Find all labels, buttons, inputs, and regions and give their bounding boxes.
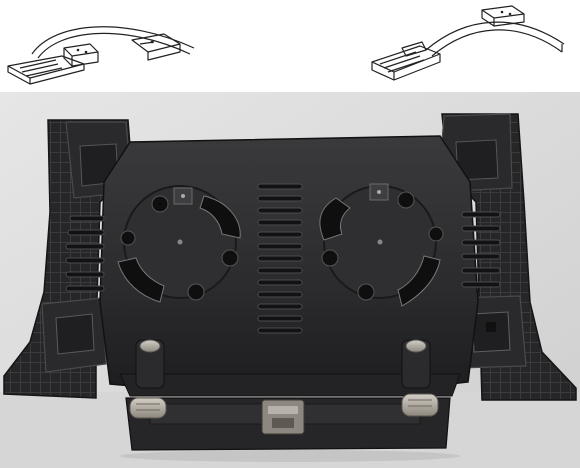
bracket-photo (0, 92, 580, 468)
bracket-sketch-folded (7, 26, 195, 85)
center-latch (261, 399, 305, 435)
bracket-photo-illustration (0, 92, 580, 468)
right-rotating-mount (319, 183, 444, 307)
right-hinge (401, 339, 431, 389)
center-vent-slots (257, 183, 303, 334)
line-drawing-strip (0, 0, 580, 92)
left-rotating-mount (117, 185, 241, 303)
bracket-sketch-extended (371, 5, 565, 81)
left-side-slots (65, 215, 105, 292)
hinge-knuckle-right (401, 393, 439, 417)
hinge-knuckle-left (129, 397, 167, 419)
right-side-slots (461, 211, 501, 288)
left-hinge (135, 339, 165, 389)
